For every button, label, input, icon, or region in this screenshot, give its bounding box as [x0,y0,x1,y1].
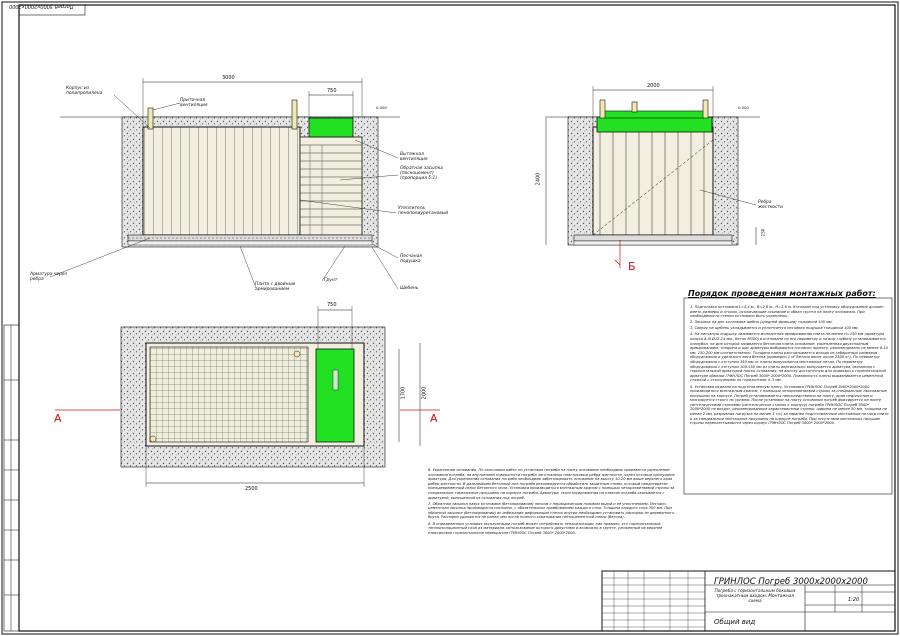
instructions-list-continued: 6. Укрепление основания. По окончании ра… [428,468,678,537]
instruction-step: 2. Засыпка на дно котлована щебня (средн… [690,320,833,325]
label-ground: Грунт [324,278,338,283]
section-mark-b: Б [628,260,636,273]
label-gravel: Щебень [400,286,419,291]
dim-base-height: 150 [760,228,766,237]
instruction-step: 7. Обратная засыпка пазух котлована (бет… [428,501,675,520]
instruction-step: 3. Сверху на щебень укладывается и уплот… [690,326,859,331]
title-view: Общий вид [714,618,756,626]
instruction-step: 4. На песчаную подушку заливается моноли… [690,332,888,383]
longitudinal-section [49,78,400,290]
label-rebar: Арматура через ребра [30,272,67,282]
label-ribs: Ребра жесткости [758,200,783,210]
label-sand: Песчаная подушка [400,254,422,264]
dim-length: 3000 [222,75,235,81]
stamp-text: Погреб 3000х2000х2000 [9,3,74,9]
binding-strip [3,324,20,632]
title-scale: 1:20 [848,597,860,603]
dim-plan-hatch: 750 [327,302,337,308]
label-slab: Плита с двойным армированием [255,282,296,292]
level-mark-1: 0.000 [376,105,387,110]
section-mark-a-right: А [430,412,438,425]
title-description: Погреба с горизонтальным боковым трехнак… [714,588,796,603]
level-mark-2: 0.000 [738,105,749,110]
title-block [601,570,896,632]
label-insulation: Утеплитель пенополиуретановый [398,206,449,216]
dim-plan-hatch-length: 1700 [400,386,407,400]
dim-hatch-width: 750 [327,88,337,94]
instructions-list: 1. Подготовка котлована L=4,4 м., B=2,6 … [690,305,890,427]
dim-plan-width: 2000 [421,386,428,400]
plan-view [55,306,440,487]
instruction-step: 1. Подготовка котлована L=4,4 м., B=2,6 … [690,305,884,319]
section-mark-a-left: А [54,412,62,425]
instruction-step: 5. Установка изделия на подготовленную п… [690,384,889,426]
cross-section [545,86,760,268]
instruction-step: 8. В определенных условиях эксплуатации … [428,521,663,535]
label-backfill: Обратная засыпка (пескоцемент) (пропорци… [400,166,443,181]
instruction-step: 6. Укрепление основания. По окончании ра… [428,468,675,500]
stamp-box [18,4,86,16]
instructions-title: Порядок проведения монтажных работ: [688,289,876,298]
dim-side-width: 2000 [647,83,660,89]
instructions-frame [683,297,893,495]
label-supply-vent: Приточная вентиляция [180,98,208,108]
label-body: Корпус из полипропилена [66,86,103,96]
dim-plan-length: 2500 [245,486,258,492]
dim-side-height: 2400 [535,172,542,186]
title-product: ГРИНЛОС Погреб 3000х2000х2000 [714,577,868,587]
label-exhaust-vent: Вытяжная вентиляция [400,152,428,162]
